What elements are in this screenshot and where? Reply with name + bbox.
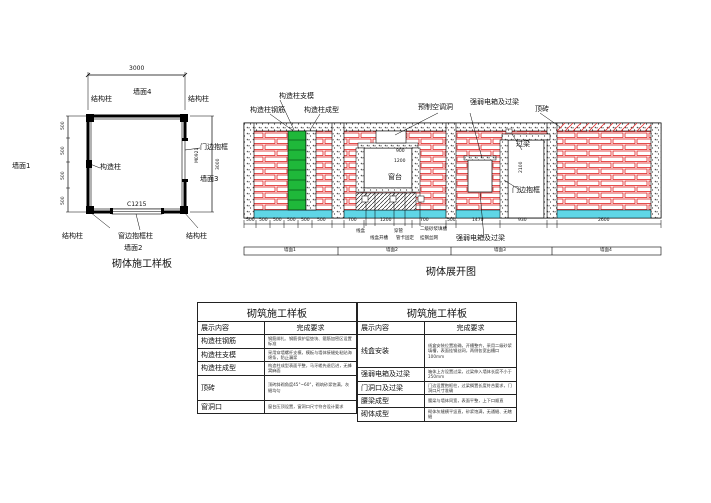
plan-wall-right: 墙面3 bbox=[200, 175, 219, 183]
elev-wall-name: 墙面4 bbox=[600, 248, 612, 253]
elev-dim-bottom: 500 bbox=[287, 218, 296, 223]
elev-label-ac-hole: 预制空调洞 bbox=[418, 103, 453, 111]
table-row: 强弱电箱及过梁箱体上方设置过梁，过梁伸入墙体长度不小于250mm bbox=[357, 367, 517, 382]
table-cell-item: 腰梁成型 bbox=[357, 394, 425, 408]
table-cell-req: 砌体灰缝横平竖直，砂浆饱满，无通缝、无瞎缝 bbox=[424, 407, 517, 422]
table-row: 构造柱钢筋钢筋绑扎、钢筋保护层垫块、箍筋加密区设置标准 bbox=[197, 334, 357, 349]
plan-door-frame: 门边抱框 bbox=[200, 143, 228, 151]
plan-struct-col-bl: 结构柱 bbox=[62, 232, 83, 240]
table-row: 构造柱支模采用穿墙螺杆支模，模板与墙体接缝处粘贴海绵条，防止漏浆 bbox=[197, 347, 357, 362]
table-cell-req: 线盒安装位置准确，开槽整齐，采用二级砂浆填槽，表面挂钢丝网，两侧各宽出槽口100… bbox=[424, 334, 517, 368]
floor-plan bbox=[66, 72, 214, 231]
elev-label-window: 窗台 bbox=[388, 173, 402, 181]
elev-dim-bottom: 500 bbox=[317, 218, 326, 223]
elev-dim-2100: 2100 bbox=[519, 161, 524, 173]
elev-dim-bottom: 930 bbox=[518, 218, 527, 223]
plan-dim-width: 3000 bbox=[129, 65, 145, 72]
table-cell-item: 线盒安装 bbox=[357, 334, 425, 368]
table-cell-req: 腰梁与墙体同宽，表面平整，上下口顺直 bbox=[424, 394, 517, 408]
elev-label-col-support: 构造柱支模 bbox=[279, 92, 314, 100]
elev-dim-bottom: 1470 bbox=[472, 218, 484, 223]
plan-struct-col-tl: 结构柱 bbox=[91, 95, 112, 103]
table-cell-req: 顶砖斜砌角度45°~60°，砌筑砂浆饱满，灰缝均匀 bbox=[264, 374, 357, 401]
elev-dim-900: 900 bbox=[396, 149, 405, 154]
plan-window-code: C1215 bbox=[127, 201, 147, 208]
elev-dim-bottom: 500 bbox=[273, 218, 282, 223]
table-cell-item: 砌体成型 bbox=[357, 407, 425, 422]
elev-wall-name: 墙面3 bbox=[494, 248, 506, 253]
elev-label-lintel: 过梁 bbox=[516, 140, 530, 148]
elev-label-col-formed: 构造柱成型 bbox=[304, 106, 339, 114]
table-cell-item: 构造柱钢筋 bbox=[197, 334, 265, 349]
elev-dim-bottom: 500 bbox=[259, 218, 268, 223]
elev-caption: 砌体展开图 bbox=[426, 267, 476, 278]
elev-dim-1200: 1200 bbox=[394, 159, 406, 164]
table-cell-item: 构造柱支模 bbox=[197, 347, 265, 362]
table-row: 构造柱成型构造柱成型表面平整，马牙槎先退后进，无蜂窝麻面 bbox=[197, 361, 357, 376]
table-right-title: 砌筑施工样板 bbox=[357, 302, 517, 322]
elev-dim-bottom: 700 bbox=[348, 218, 357, 223]
elev-label-pipe-fix: 管卡固定 bbox=[396, 236, 414, 241]
table-cell-req: 门边设置抱框柱，过梁搁置长度符合要求，门洞口尺寸准确 bbox=[424, 380, 517, 395]
elev-label-mortar: 二级砂浆填槽 bbox=[420, 227, 447, 232]
elev-dim-bottom: 500 bbox=[301, 218, 310, 223]
table-cell-req: 箱体上方设置过梁，过梁伸入墙体长度不小于250mm bbox=[424, 367, 517, 382]
table-cell-req: 构造柱成型表面平整，马牙槎先退后进，无蜂窝麻面 bbox=[264, 361, 357, 376]
elev-label-wire-groove: 线盒开槽 bbox=[370, 236, 388, 241]
table-right-col-req: 完成要求 bbox=[424, 321, 517, 335]
spec-table-left: 砌筑施工样板 展示内容 完成要求 构造柱钢筋钢筋绑扎、钢筋保护层垫块、箍筋加密区… bbox=[197, 302, 357, 414]
elevation-drawing bbox=[243, 99, 662, 256]
table-row: 线盒安装线盒安装位置准确，开槽整齐，采用二级砂浆填槽，表面挂钢丝网，两侧各宽出槽… bbox=[357, 334, 517, 368]
table-row: 腰梁成型腰梁与墙体同宽，表面平整，上下口顺直 bbox=[357, 394, 517, 408]
plan-wall-left: 墙面1 bbox=[12, 162, 31, 170]
plan-wall-top: 墙面4 bbox=[133, 88, 152, 96]
elev-label-top-brick: 顶砖 bbox=[535, 105, 549, 113]
elev-label-weak-box-top: 强弱电箱及过梁 bbox=[470, 98, 519, 106]
table-left-col-req: 完成要求 bbox=[264, 321, 357, 335]
elev-label-weak-box-bottom: 强弱电箱及过梁 bbox=[456, 234, 505, 242]
table-row: 门洞口及过梁门边设置抱框柱，过梁搁置长度符合要求，门洞口尺寸准确 bbox=[357, 380, 517, 395]
elev-label-pipe: 穿管 bbox=[394, 229, 403, 234]
table-right-col-item: 展示内容 bbox=[357, 321, 425, 335]
spec-table-right: 砌筑施工样板 展示内容 完成要求 线盒安装线盒安装位置准确，开槽整齐，采用二级砂… bbox=[357, 302, 517, 422]
elev-wall-name: 墙面1 bbox=[284, 248, 296, 253]
table-cell-item: 强弱电箱及过梁 bbox=[357, 367, 425, 382]
elev-label-net: 挂钢丝网 bbox=[420, 236, 438, 241]
table-cell-req: 窗台压顶设置，窗洞口尺寸符合设计要求 bbox=[264, 399, 357, 414]
table-cell-item: 窗洞口 bbox=[197, 399, 265, 414]
plan-window-frame: 窗边抱框柱 bbox=[118, 232, 153, 240]
table-row: 砌体成型砌体灰缝横平竖直，砂浆饱满，无通缝、无瞎缝 bbox=[357, 407, 517, 422]
table-cell-item: 门洞口及过梁 bbox=[357, 380, 425, 395]
table-cell-req: 采用穿墙螺杆支模，模板与墙体接缝处粘贴海绵条，防止漏浆 bbox=[264, 347, 357, 362]
plan-caption: 砌体施工样板 bbox=[112, 259, 172, 270]
table-cell-item: 构造柱成型 bbox=[197, 361, 265, 376]
plan-wall-bottom: 墙面2 bbox=[124, 244, 143, 252]
plan-constr-col: 构造柱 bbox=[100, 163, 121, 171]
table-row: 顶砖顶砖斜砌角度45°~60°，砌筑砂浆饱满，灰缝均匀 bbox=[197, 374, 357, 401]
elev-dim-bottom: 500 bbox=[447, 218, 456, 223]
elev-dim-bottom: 2600 bbox=[598, 218, 610, 223]
table-cell-req: 钢筋绑扎、钢筋保护层垫块、箍筋加密区设置标准 bbox=[264, 334, 357, 349]
elev-wall-name: 墙面2 bbox=[386, 248, 398, 253]
elev-dim-bottom: 500 bbox=[246, 218, 255, 223]
table-row: 窗洞口窗台压顶设置，窗洞口尺寸符合设计要求 bbox=[197, 399, 357, 414]
elev-dim-bottom: 1200 bbox=[380, 218, 392, 223]
elev-label-col-rebar: 构造柱钢筋 bbox=[250, 106, 285, 114]
plan-struct-col-tr: 结构柱 bbox=[188, 95, 209, 103]
table-left-title: 砌筑施工样板 bbox=[197, 302, 357, 322]
elev-label-door-frame: 门边抱框 bbox=[512, 186, 540, 194]
table-cell-item: 顶砖 bbox=[197, 374, 265, 401]
elev-label-wire-box: 线盒 bbox=[356, 229, 365, 234]
plan-struct-col-br: 结构柱 bbox=[186, 232, 207, 240]
table-left-col-item: 展示内容 bbox=[197, 321, 265, 335]
elev-dim-bottom: 700 bbox=[420, 218, 429, 223]
